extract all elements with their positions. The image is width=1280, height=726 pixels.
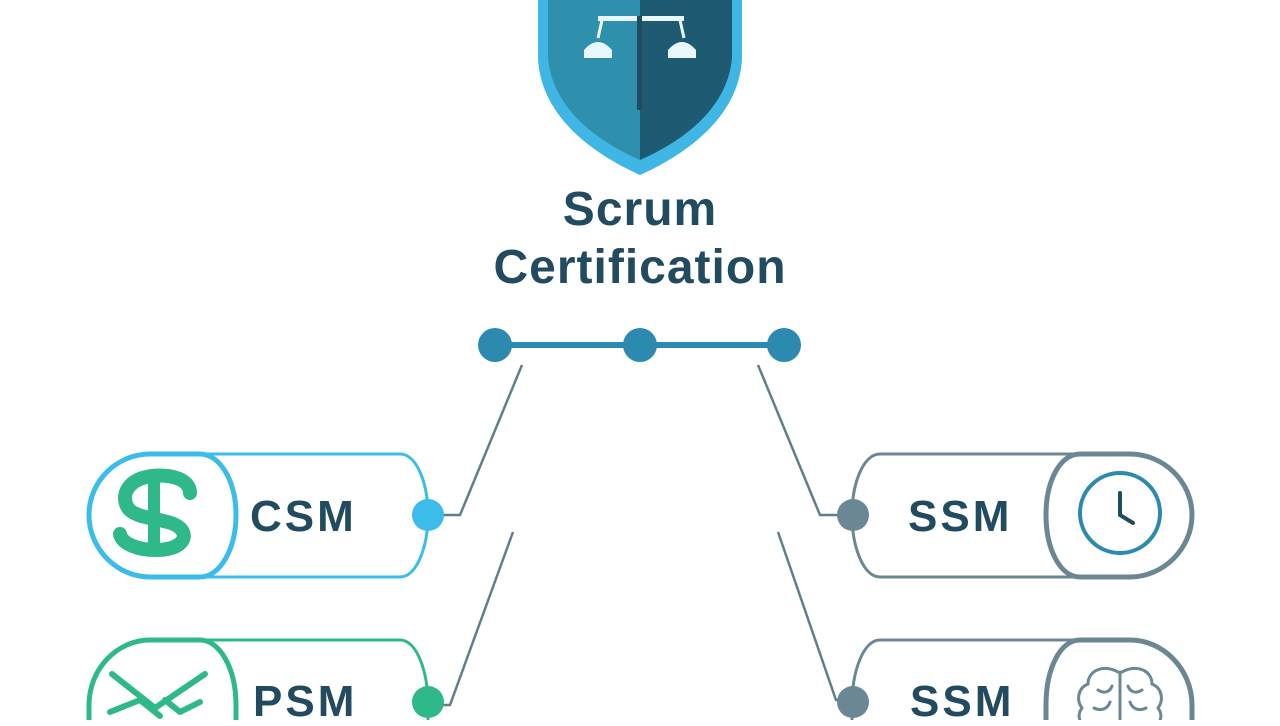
clock-icon <box>1078 471 1162 555</box>
handshake-icon <box>107 671 208 719</box>
timeline <box>478 328 801 362</box>
psm-node <box>412 686 444 718</box>
timeline-node-right <box>767 328 801 362</box>
title-line-2: Certification <box>493 241 787 294</box>
csm-label: CSM <box>250 492 357 541</box>
dollar-icon <box>113 468 197 558</box>
psm-label: PSM <box>253 677 358 726</box>
scales-shield-icon <box>538 0 742 175</box>
title-line-1: Scrum <box>562 183 718 236</box>
timeline-node-center <box>623 328 657 362</box>
connector-psm <box>443 531 515 707</box>
connector-ssm-bottom <box>776 531 838 702</box>
ssm-bottom-card <box>837 637 1195 720</box>
connector-csm <box>443 364 524 517</box>
csm-node <box>412 499 444 531</box>
connector-ssm-top <box>756 364 838 517</box>
ssm-top-node <box>837 499 869 531</box>
psm-card <box>86 637 444 720</box>
ssm-top-label: SSM <box>908 492 1013 541</box>
ssm-bottom-node <box>837 686 869 718</box>
csm-card <box>86 451 444 580</box>
timeline-node-left <box>478 328 512 362</box>
ssm-top-card <box>837 451 1195 580</box>
brain-icon <box>1077 667 1163 720</box>
ssm-bottom-label: SSM <box>910 677 1015 726</box>
connector-lines <box>443 364 838 707</box>
